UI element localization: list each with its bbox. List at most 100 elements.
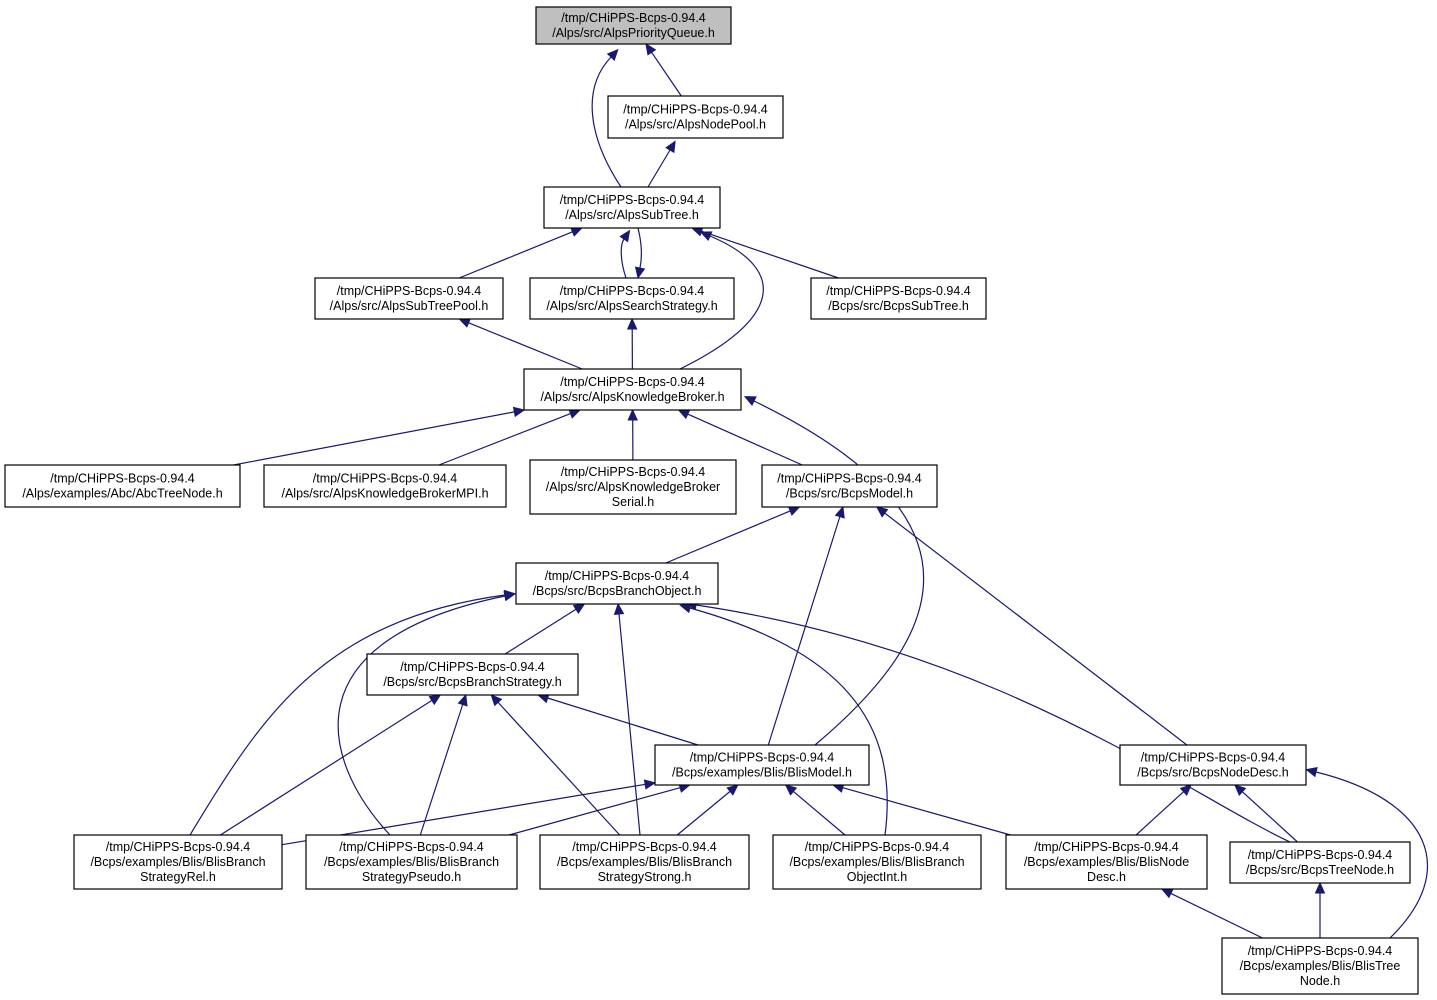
- arrowhead-blnd-to-bnd: [1179, 784, 1192, 797]
- node-box: [529, 277, 735, 320]
- edge-kb-to-st: [679, 235, 764, 370]
- edge-bsrel-to-bbs: [220, 699, 433, 836]
- node-label-line: /tmp/CHiPPS-Bcps-0.94.4: [1248, 944, 1393, 958]
- arrowhead-bm-to-kb: [677, 409, 691, 420]
- edge-bltn-to-bnd: [1315, 771, 1428, 939]
- arrowhead-bsrel-to-bbs: [428, 694, 442, 706]
- node-label-line: /Alps/examples/Abc/AbcTreeNode.h: [22, 487, 222, 501]
- edge-bltn-to-blnd: [1170, 892, 1263, 939]
- arrowhead-kbser-to-kb: [627, 408, 638, 421]
- arrowhead-kb-to-st: [699, 231, 713, 241]
- node-box: [314, 277, 504, 320]
- edge-kb-to-stp: [468, 322, 583, 370]
- node-label-line: /tmp/CHiPPS-Bcps-0.94.4: [560, 193, 705, 207]
- node-label-line: StrategyStrong.h: [598, 870, 692, 884]
- arrowhead-blm-to-kb: [743, 396, 757, 407]
- node-kbmpi[interactable]: /tmp/CHiPPS-Bcps-0.94.4/Alps/src/AlpsKno…: [263, 464, 507, 508]
- node-label-line: Node.h: [1300, 974, 1340, 988]
- node-st[interactable]: /tmp/CHiPPS-Bcps-0.94.4/Alps/src/AlpsSub…: [543, 186, 721, 229]
- arrowhead-bltn-to-btn: [1314, 881, 1326, 894]
- edge-st-to-np: [647, 149, 671, 188]
- node-pq[interactable]: /tmp/CHiPPS-Bcps-0.94.4/Alps/src/AlpsPri…: [535, 6, 732, 45]
- node-stp[interactable]: /tmp/CHiPPS-Bcps-0.94.4/Alps/src/AlpsSub…: [314, 277, 504, 320]
- node-bsps[interactable]: /tmp/CHiPPS-Bcps-0.94.4/Bcps/examples/Bl…: [305, 834, 518, 890]
- node-bsstr[interactable]: /tmp/CHiPPS-Bcps-0.94.4/Bcps/examples/Bl…: [539, 834, 750, 890]
- arrowhead-kbmpi-to-kb: [568, 408, 582, 419]
- edge-bsstr-to-bbs: [497, 701, 621, 836]
- node-btn[interactable]: /tmp/CHiPPS-Bcps-0.94.4/Bcps/src/BcpsTre…: [1229, 841, 1411, 884]
- arrowhead-bltn-to-blnd: [1160, 888, 1174, 899]
- arrowhead-st-to-np: [665, 140, 676, 154]
- node-box: [529, 459, 737, 515]
- node-label-line: /Bcps/src/BcpsBranchStrategy.h: [383, 675, 561, 689]
- node-label-line: /tmp/CHiPPS-Bcps-0.94.4: [1034, 840, 1179, 854]
- arrowhead-bbs-to-bbo: [572, 603, 586, 615]
- node-label-line: /Bcps/examples/Blis/BlisBranch: [557, 855, 732, 869]
- node-label-line: /tmp/CHiPPS-Bcps-0.94.4: [50, 472, 195, 486]
- arrowhead-bsstr-to-bbs: [490, 694, 503, 707]
- node-label-line: /Bcps/src/BcpsSubTree.h: [828, 299, 969, 313]
- node-label-line: /tmp/CHiPPS-Bcps-0.94.4: [826, 284, 971, 298]
- edge-st-to-ss: [637, 227, 642, 269]
- node-bnd[interactable]: /tmp/CHiPPS-Bcps-0.94.4/Bcps/src/BcpsNod…: [1119, 744, 1307, 786]
- node-label-line: /tmp/CHiPPS-Bcps-0.94.4: [106, 840, 251, 854]
- node-bltn[interactable]: /tmp/CHiPPS-Bcps-0.94.4/Bcps/examples/Bl…: [1221, 937, 1419, 995]
- arrowhead-st-to-pq: [606, 48, 619, 61]
- edge-stp-to-st: [458, 231, 573, 279]
- arrowhead-bnd-to-bm: [875, 506, 889, 518]
- arrowhead-np-to-pq: [645, 42, 657, 56]
- node-np[interactable]: /tmp/CHiPPS-Bcps-0.94.4/Alps/src/AlpsNod…: [607, 95, 784, 139]
- node-blm[interactable]: /tmp/CHiPPS-Bcps-0.94.4/Bcps/examples/Bl…: [654, 744, 870, 786]
- node-box: [305, 834, 518, 890]
- node-kb[interactable]: /tmp/CHiPPS-Bcps-0.94.4/Alps/src/AlpsKno…: [523, 368, 742, 411]
- node-label-line: /Alps/src/AlpsSearchStrategy.h: [546, 299, 717, 313]
- node-label-line: /Alps/src/AlpsKnowledgeBrokerMPI.h: [281, 487, 488, 501]
- edge-bboi-to-blm: [793, 790, 846, 836]
- node-box: [73, 834, 283, 890]
- node-label-line: /tmp/CHiPPS-Bcps-0.94.4: [690, 751, 835, 765]
- node-abc[interactable]: /tmp/CHiPPS-Bcps-0.94.4/Alps/examples/Ab…: [4, 464, 241, 508]
- edge-bsps-to-blm: [508, 787, 681, 836]
- arrowhead-bsrel-to-blm: [643, 779, 657, 790]
- node-label-line: /tmp/CHiPPS-Bcps-0.94.4: [572, 840, 717, 854]
- node-label-line: /Bcps/src/BcpsNodeDesc.h: [1137, 766, 1288, 780]
- node-box: [654, 744, 870, 786]
- node-label-line: /tmp/CHiPPS-Bcps-0.94.4: [560, 284, 705, 298]
- node-box: [543, 186, 721, 229]
- node-bsrel[interactable]: /tmp/CHiPPS-Bcps-0.94.4/Bcps/examples/Bl…: [73, 834, 283, 890]
- node-label-line: /tmp/CHiPPS-Bcps-0.94.4: [561, 465, 706, 479]
- edge-bsstr-to-bbo: [618, 613, 641, 836]
- node-label-line: /Alps/src/AlpsKnowledgeBroker.h: [540, 390, 724, 404]
- node-box: [1221, 937, 1419, 995]
- node-label-line: /tmp/CHiPPS-Bcps-0.94.4: [337, 284, 482, 298]
- node-bbs[interactable]: /tmp/CHiPPS-Bcps-0.94.4/Bcps/src/BcpsBra…: [366, 653, 579, 696]
- node-bboi[interactable]: /tmp/CHiPPS-Bcps-0.94.4/Bcps/examples/Bl…: [772, 834, 982, 890]
- arrowhead-bboi-to-blm: [784, 784, 798, 796]
- arrowhead-bltn-to-bnd: [1305, 766, 1318, 778]
- node-label-line: /tmp/CHiPPS-Bcps-0.94.4: [805, 840, 950, 854]
- node-bm[interactable]: /tmp/CHiPPS-Bcps-0.94.4/Bcps/src/BcpsMod…: [761, 464, 938, 508]
- arrowhead-blm-to-bm: [834, 505, 845, 519]
- arrowhead-stp-to-st: [570, 227, 583, 237]
- node-ss[interactable]: /tmp/CHiPPS-Bcps-0.94.4/Alps/src/AlpsSea…: [529, 277, 735, 320]
- node-box: [366, 653, 579, 696]
- node-blnd[interactable]: /tmp/CHiPPS-Bcps-0.94.4/Bcps/examples/Bl…: [1005, 834, 1208, 890]
- node-label-line: /Bcps/examples/Blis/BlisBranch: [789, 855, 964, 869]
- node-label-line: /Alps/src/AlpsNodePool.h: [625, 118, 766, 132]
- nodes-layer: /tmp/CHiPPS-Bcps-0.94.4/Alps/src/AlpsPri…: [4, 6, 1419, 995]
- arrowhead-kb-to-stp: [458, 318, 472, 328]
- edge-ss-to-st: [620, 238, 627, 279]
- node-bst[interactable]: /tmp/CHiPPS-Bcps-0.94.4/Bcps/src/BcpsSub…: [810, 277, 987, 320]
- edge-bbs-to-bbo: [504, 608, 577, 655]
- arrowhead-ss-to-st: [619, 229, 631, 243]
- edge-bm-to-kb: [687, 413, 803, 466]
- edge-np-to-pq: [651, 51, 682, 97]
- node-kbser[interactable]: /tmp/CHiPPS-Bcps-0.94.4/Alps/src/AlpsKno…: [529, 459, 737, 515]
- node-label-line: /Alps/src/AlpsPriorityQueue.h: [552, 26, 715, 40]
- node-label-line: /tmp/CHiPPS-Bcps-0.94.4: [561, 11, 706, 25]
- node-bbo[interactable]: /tmp/CHiPPS-Bcps-0.94.4/Bcps/src/BcpsBra…: [515, 562, 719, 605]
- edge-blm-to-bm: [767, 516, 841, 746]
- edge-bboi-to-bbo: [689, 607, 888, 836]
- node-label-line: /tmp/CHiPPS-Bcps-0.94.4: [1248, 848, 1393, 862]
